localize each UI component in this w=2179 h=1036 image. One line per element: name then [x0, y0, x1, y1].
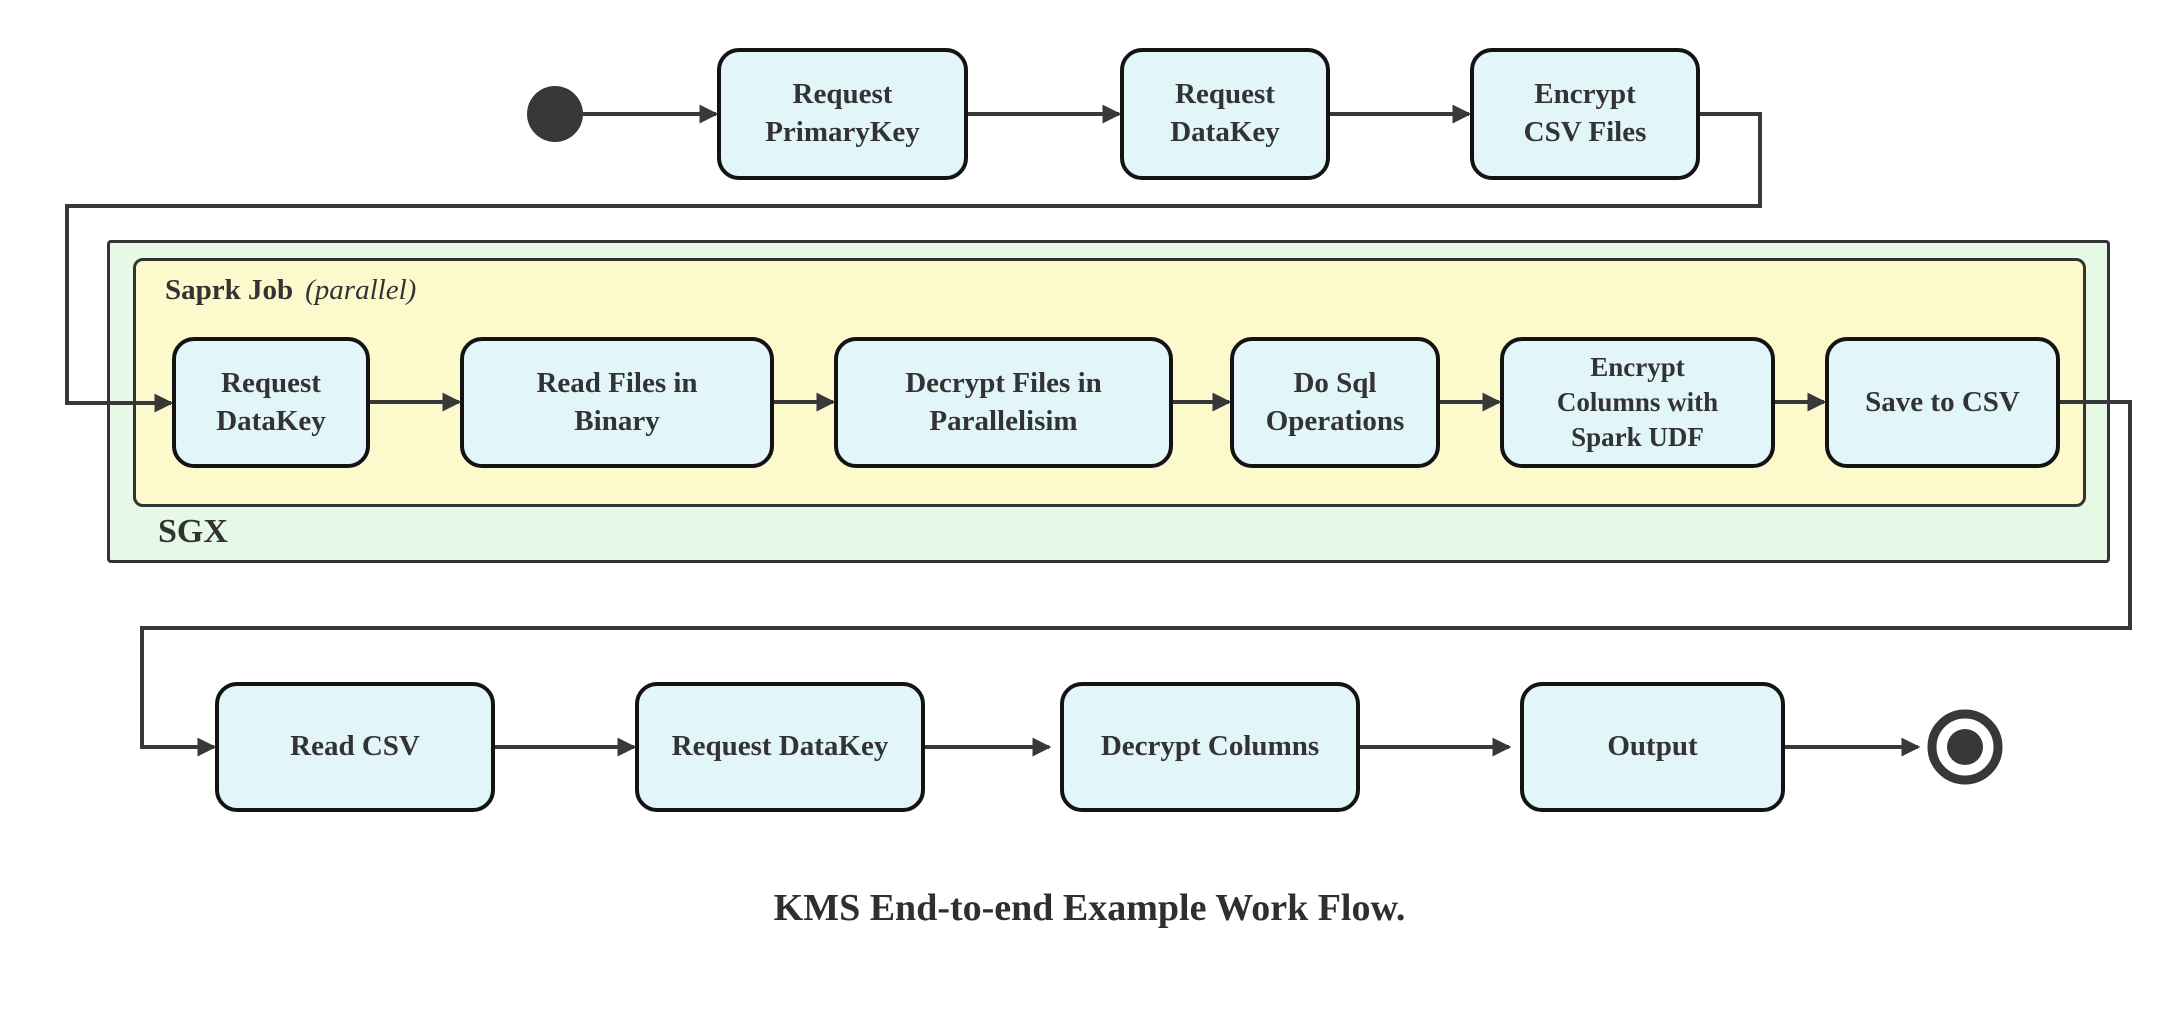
state-read-csv: Read CSV	[215, 682, 495, 812]
state-request-primarykey: Request PrimaryKey	[717, 48, 968, 180]
spark-job-label: Saprk Job (parallel)	[165, 274, 416, 307]
initial-state-icon	[527, 86, 583, 142]
diagram-caption: KMS End-to-end Example Work Flow.	[773, 887, 1406, 929]
state-do-sql-operations: Do Sql Operations	[1230, 337, 1440, 468]
state-request-datakey-client: Request DataKey	[635, 682, 925, 812]
state-decrypt-columns: Decrypt Columns	[1060, 682, 1360, 812]
spark-job-parallel-annotation: (parallel)	[305, 274, 417, 306]
state-encrypt-csv-files: Encrypt CSV Files	[1470, 48, 1700, 180]
state-request-datakey-sgx: Request DataKey	[172, 337, 370, 468]
state-save-to-csv: Save to CSV	[1825, 337, 2060, 468]
state-output: Output	[1520, 682, 1785, 812]
sgx-label: SGX	[158, 513, 228, 550]
final-state-icon	[1927, 709, 2003, 785]
state-encrypt-columns-with-spark-udf: Encrypt Columns with Spark UDF	[1500, 337, 1775, 468]
state-request-datakey-top: Request DataKey	[1120, 48, 1330, 180]
spark-job-title: Saprk Job	[165, 274, 294, 306]
state-read-files-in-binary: Read Files in Binary	[460, 337, 774, 468]
state-decrypt-files-in-parallelisim: Decrypt Files in Parallelisim	[834, 337, 1173, 468]
